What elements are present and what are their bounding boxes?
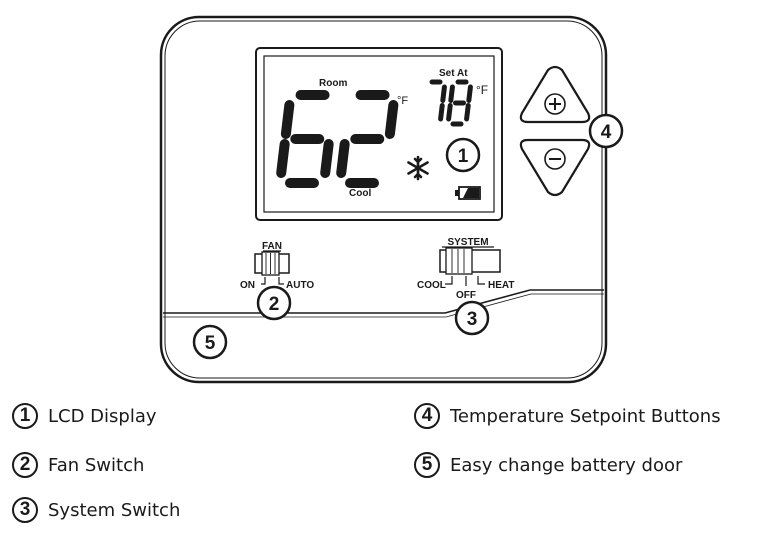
svg-text:3: 3: [467, 309, 478, 330]
legend-number: 5: [414, 452, 440, 478]
legend-label: System Switch: [48, 499, 181, 521]
room-label: Room: [319, 78, 347, 89]
room-temperature-digits: [276, 90, 399, 188]
lcd-segment: [320, 139, 334, 178]
system-switch-knob[interactable]: [445, 247, 473, 275]
callout-4: 4: [588, 113, 624, 149]
lcd-segment: [446, 103, 453, 122]
battery-door-seam-inner: [163, 293, 604, 318]
set-unit: °F: [476, 83, 488, 97]
legend-label: Easy change battery door: [450, 454, 683, 476]
set-at-label: Set At: [439, 68, 468, 79]
legend-number: 4: [414, 403, 440, 429]
lcd-segment: [448, 84, 455, 103]
battery-door-seam: [163, 289, 604, 314]
svg-text:1: 1: [458, 146, 469, 167]
thermostat-diagram: Room Set At °F °F Cool 1 4 FA: [159, 15, 624, 384]
legend-number: 1: [12, 403, 38, 429]
lcd-segment: [384, 100, 399, 139]
lcd-segment: [336, 139, 350, 178]
plus-icon: [549, 98, 561, 110]
snowflake-icon: [407, 155, 429, 181]
fan-switch-title: FAN: [262, 241, 282, 252]
legend-item-setpoint-buttons: 4 Temperature Setpoint Buttons: [414, 400, 721, 432]
callout-2: 2: [256, 285, 292, 321]
legend-item-battery-door: 5 Easy change battery door: [414, 449, 682, 481]
system-off-label: OFF: [456, 290, 476, 301]
legend-item-fan-switch: 2 Fan Switch: [12, 449, 144, 481]
system-heat-label: HEAT: [488, 280, 514, 291]
callout-1: 1: [445, 137, 481, 173]
mode-label: Cool: [349, 188, 371, 199]
room-unit: °F: [397, 95, 408, 107]
system-cool-label: COOL: [417, 280, 446, 291]
fan-on-label: ON: [240, 280, 255, 291]
thermostat-body-inner-edge: [164, 20, 603, 379]
lcd-segment: [276, 139, 290, 178]
system-switch-title: SYSTEM: [447, 237, 488, 248]
legend-number: 2: [12, 452, 38, 478]
lcd-segment: [464, 103, 471, 122]
legend-item-system-switch: 3 System Switch: [12, 494, 180, 526]
lcd-segment: [440, 84, 447, 103]
legend-label: Fan Switch: [48, 454, 145, 476]
legend-number: 3: [12, 497, 38, 523]
lcd-segment: [280, 100, 295, 139]
legend-label: LCD Display: [48, 405, 157, 427]
system-switch[interactable]: [439, 247, 501, 275]
legend-label: Temperature Setpoint Buttons: [450, 405, 721, 427]
battery-icon: [455, 186, 481, 200]
temperature-down-button[interactable]: [519, 138, 591, 197]
svg-text:5: 5: [205, 333, 216, 354]
lcd-segment: [438, 103, 445, 122]
temperature-up-button[interactable]: [519, 65, 591, 124]
fan-auto-label: AUTO: [286, 280, 314, 291]
setpoint-temperature-digits: [429, 79, 473, 127]
callout-5: 5: [192, 324, 228, 360]
legend-item-lcd-display: 1 LCD Display: [12, 400, 157, 432]
svg-text:4: 4: [601, 122, 612, 143]
callout-3: 3: [454, 300, 490, 336]
svg-text:2: 2: [269, 294, 280, 315]
lcd-segment: [466, 84, 473, 103]
fan-switch[interactable]: [254, 251, 290, 276]
